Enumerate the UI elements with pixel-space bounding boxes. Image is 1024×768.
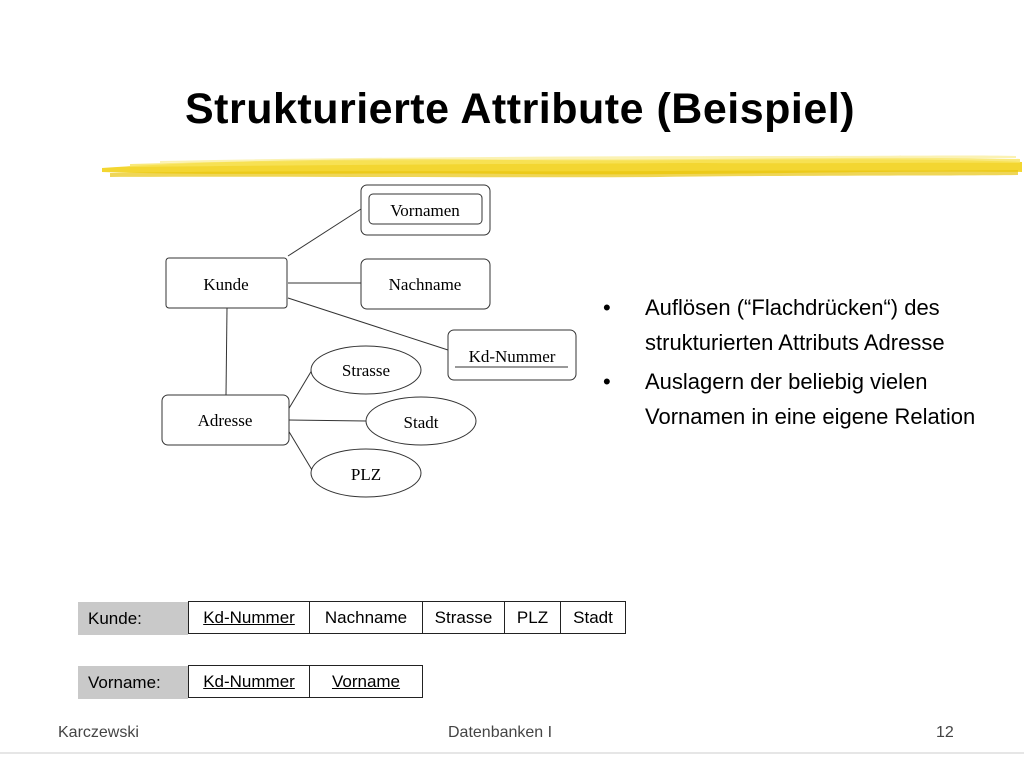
attribute-vornamen: Vornamen (390, 201, 460, 220)
footer-divider (0, 752, 1024, 754)
bullet-list: Auflösen (“Flachdrücken“) des strukturie… (600, 290, 1010, 438)
relation-column: Strasse (423, 601, 505, 634)
connector-kunde-vornamen (287, 208, 362, 257)
relation-column-key: Kd-Nummer (188, 601, 310, 634)
attribute-ellipse-plz (310, 448, 422, 498)
attribute-nachname: Nachname (389, 275, 462, 294)
footer-author: Karczewski (58, 724, 139, 741)
entity-adresse: Adresse (198, 411, 253, 430)
entity-kunde: Kunde (203, 275, 248, 294)
connector-kunde-kdnummer (287, 297, 449, 351)
bullet-text: Auslagern der beliebig vielen Vornamen i… (645, 369, 976, 429)
attribute-ellipse-strasse (310, 345, 422, 395)
relation-kunde: Kunde: Kd-Nummer Nachname Strasse PLZ St… (78, 601, 626, 635)
relation-column-key: Kd-Nummer (188, 665, 310, 698)
attribute-plz: PLZ (351, 465, 381, 484)
bullet-text: Auflösen (“Flachdrücken“) des strukturie… (645, 295, 945, 355)
connector-adresse-strasse (287, 369, 313, 411)
connector-adresse-plz (287, 429, 313, 471)
relation-column: Stadt (561, 601, 626, 634)
connector-adresse-stadt (287, 419, 367, 422)
title-underline-brush (102, 155, 1022, 178)
entity-box-kunde (165, 257, 288, 309)
bullet-item: Auflösen (“Flachdrücken“) des strukturie… (600, 290, 1010, 360)
attribute-box-nachname (360, 258, 491, 310)
relation-label: Vorname: (78, 666, 188, 699)
attribute-kdnummer: Kd-Nummer (469, 347, 556, 366)
relation-column-key: Vorname (310, 665, 423, 698)
footer-page-number: 12 (936, 724, 954, 741)
bullet-item: Auslagern der beliebig vielen Vornamen i… (600, 364, 1010, 434)
relation-label: Kunde: (78, 602, 188, 635)
attribute-ellipse-stadt (365, 396, 477, 446)
attribute-strasse: Strasse (342, 361, 390, 380)
connector-kunde-adresse (225, 307, 228, 396)
relation-vorname: Vorname: Kd-Nummer Vorname (78, 665, 423, 699)
entity-box-adresse (161, 394, 290, 446)
footer-course: Datenbanken I (448, 724, 553, 741)
attribute-box-vornamen-inner (368, 193, 483, 225)
relation-column: PLZ (505, 601, 561, 634)
slide-title: Strukturierte Attribute (Beispiel) (184, 85, 856, 133)
relation-column: Nachname (310, 601, 423, 634)
attribute-stadt: Stadt (404, 413, 439, 432)
